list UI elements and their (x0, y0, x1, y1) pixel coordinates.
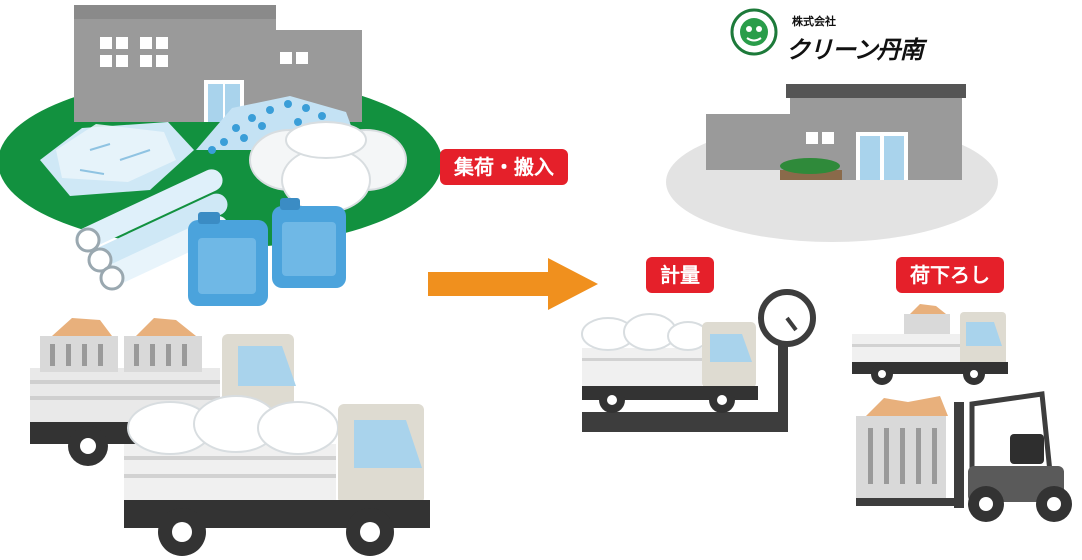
facility-building (706, 84, 966, 180)
bulk-bags (249, 121, 407, 213)
company-name: クリーン丹南 (786, 36, 924, 64)
truck-with-bags (124, 395, 430, 556)
flow-arrow (428, 258, 598, 310)
truck-on-scale (581, 313, 758, 413)
weigh-step-label: 計量 (646, 257, 714, 293)
collect-step-label: 集荷・搬入 (440, 149, 568, 185)
company-type-label: 株式会社 (792, 15, 836, 28)
forklift (856, 391, 1072, 522)
company-emblem-icon (730, 8, 778, 56)
plastic-sheets (40, 122, 194, 196)
plastic-tanks (188, 198, 346, 306)
unload-step-label: 荷下ろし (896, 257, 1004, 293)
company-logo: 株式会社 クリーン丹南 (730, 8, 950, 64)
weighing-scale (582, 289, 816, 432)
unloading-truck (852, 304, 1008, 385)
